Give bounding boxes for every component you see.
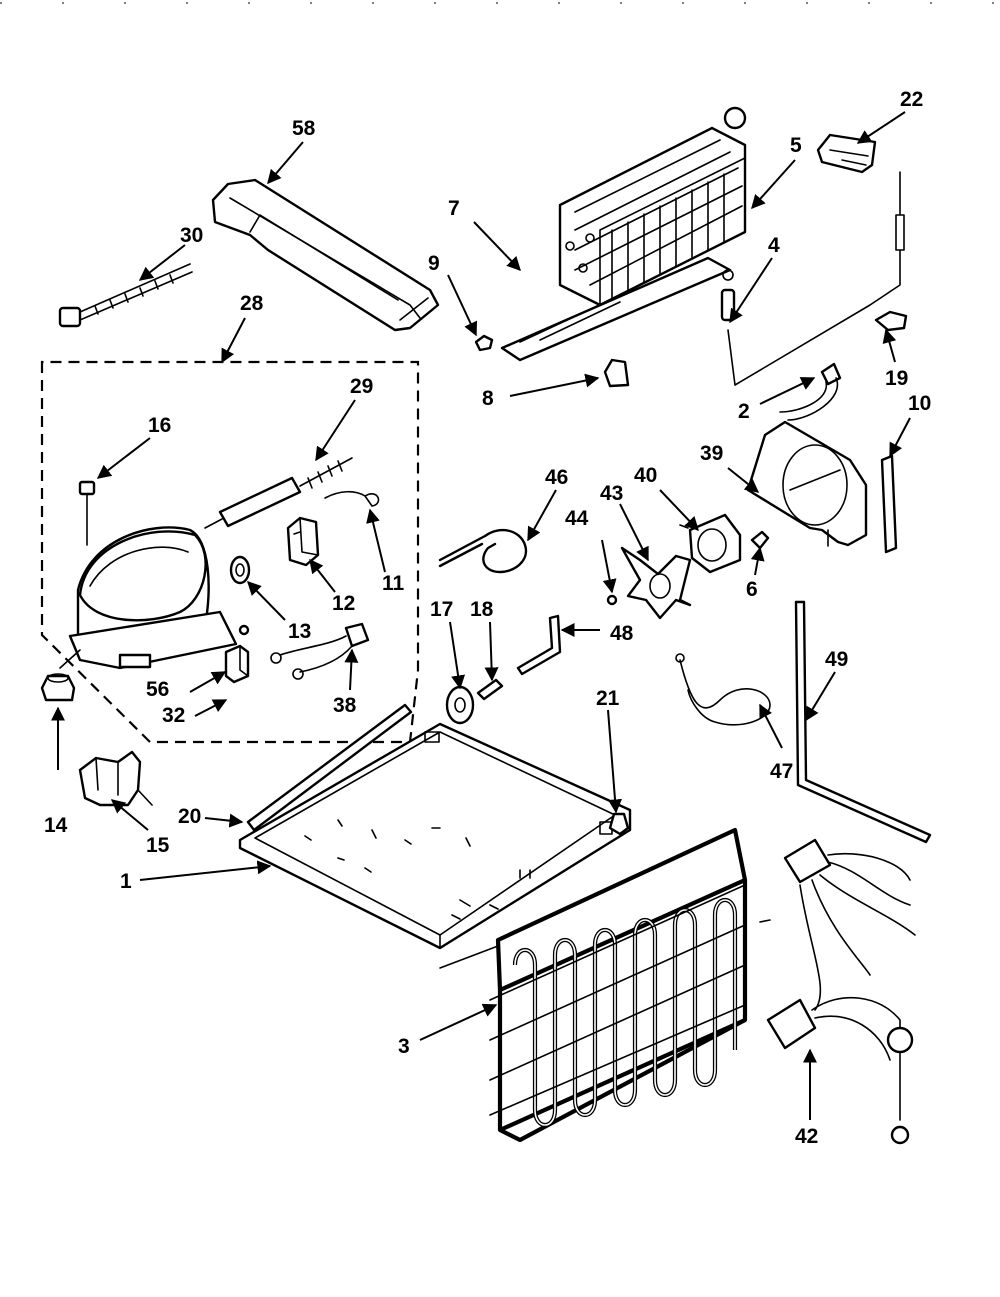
part-9-screw [474,334,494,352]
part-17-wheel [445,685,475,725]
callout-11: 11 [382,572,405,595]
part-49-rod [794,600,932,844]
part-8-clip [603,358,630,388]
callout-30: 30 [180,224,203,247]
callout-5: 5 [790,134,802,157]
part-11-clip [324,490,380,507]
part-20-rail [246,703,413,832]
part-28-compressor-group [40,360,420,744]
part-16-bolt [78,480,96,546]
callout-18: 18 [470,598,494,621]
callout-12: 12 [332,592,355,615]
part-47-tube [679,659,771,726]
part-42-harness [759,838,916,1145]
part-6-screw [750,530,770,550]
callout-49: 49 [825,648,848,671]
callout-19: 19 [885,367,908,390]
callout-48: 48 [610,622,634,645]
callout-4: 4 [768,234,780,257]
callout-44: 44 [565,507,589,530]
callout-32: 32 [162,704,185,727]
callout-3: 3 [398,1035,410,1058]
compressor [59,526,238,670]
part-22-cap [816,133,877,174]
callout-15: 15 [146,834,170,857]
callout-28: 28 [240,292,264,315]
callout-10: 10 [908,392,931,415]
callout-58: 58 [292,117,316,140]
part-2-plug [779,362,842,421]
callout-1: 1 [120,870,132,893]
callout-46: 46 [545,466,568,489]
callout-43: 43 [600,482,623,505]
callout-13: 13 [288,620,311,643]
part-30-screw [58,263,193,328]
callout-21: 21 [596,687,620,710]
part-44-nut [606,594,618,606]
part-21-clip [608,812,630,836]
leader-lines [51,111,911,1120]
part-10-strip [880,454,898,554]
part-39-fan-shroud [746,420,868,547]
callout-42: 42 [795,1125,818,1148]
part-15-valve [78,750,153,807]
callout-22: 22 [900,88,923,111]
part-14-grommet [40,673,76,702]
part-18-pin [476,678,504,701]
part-12-relay [286,516,320,567]
callout-14: 14 [44,814,68,837]
callout-29: 29 [350,375,373,398]
part-32-capacitor [224,644,250,684]
callout-39: 39 [700,442,723,465]
part-29-drier [204,457,353,529]
part-43-fan-blade [620,546,692,620]
part-56-screw [238,624,250,636]
callout-9: 9 [428,252,440,275]
callout-20: 20 [178,805,201,828]
part-38-cord [270,622,370,680]
callout-17: 17 [430,598,453,621]
part-40-fan-motor [679,513,742,574]
callout-40: 40 [634,464,657,487]
part-4-wire [720,171,905,386]
part-3-condenser [439,827,748,1143]
callouts: 58 30 28 16 29 11 12 13 56 32 38 14 15 2… [44,88,931,1148]
callout-8: 8 [482,387,494,410]
part-19-clip [874,310,908,332]
callout-6: 6 [746,578,758,601]
part-48-tube [516,614,562,676]
part-13-overload [229,555,251,585]
part-5-evaporator [558,106,747,307]
part-46-tube [438,528,528,574]
callout-47: 47 [770,760,793,783]
callout-2: 2 [738,400,750,423]
callout-16: 16 [148,414,171,437]
part-1-base [238,722,632,950]
part-58-duct [211,178,440,332]
callout-7: 7 [448,197,460,220]
callout-38: 38 [333,694,357,717]
callout-56: 56 [146,678,169,701]
